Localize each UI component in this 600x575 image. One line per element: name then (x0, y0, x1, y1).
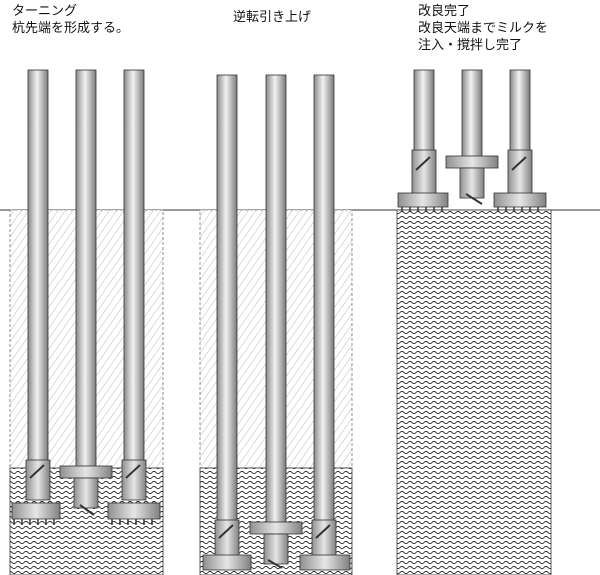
panel-reverse-lift (199, 74, 353, 575)
mixing-blade (59, 465, 113, 479)
caption-reverse-lift-line-1: 逆転引き上げ (233, 10, 312, 25)
drill-bit-teeth (13, 519, 55, 525)
caption-turning: ターニング 杭先端を形成する。 (12, 3, 129, 37)
mixing-blade (249, 521, 303, 535)
caption-turning-line-2: 杭先端を形成する。 (12, 21, 130, 36)
rod-center (445, 69, 499, 205)
mixing-blade (107, 502, 161, 520)
panel-turning (9, 69, 164, 575)
caption-complete-line-3: 注入・撹拌し完了 (418, 38, 523, 53)
rod-right (299, 74, 351, 571)
rod-right (107, 69, 161, 525)
rod-center (249, 74, 303, 569)
rod-left (397, 69, 449, 212)
rod-left (11, 69, 61, 525)
mixing-blade (493, 192, 547, 208)
panel-complete (396, 69, 552, 575)
caption-turning-line-1: ターニング (12, 4, 78, 19)
caption-complete-line-1: 改良完了 (418, 4, 471, 19)
mixing-blade (397, 192, 449, 208)
mixing-blade (445, 155, 499, 169)
caption-reverse-lift: 逆転引き上げ (233, 9, 311, 26)
rod-center (59, 69, 113, 516)
mixing-blade (11, 502, 61, 520)
mixing-blade (202, 554, 252, 571)
drill-bit-teeth (111, 519, 153, 525)
drill-bit-teeth (401, 207, 443, 212)
mixing-blade (299, 554, 351, 571)
rod-right (493, 69, 547, 212)
improved-soil-column (396, 209, 552, 575)
caption-complete: 改良完了 改良天端までミルクを 注入・撹拌し完了 (418, 3, 548, 54)
drill-bit-teeth (497, 207, 539, 212)
caption-complete-line-2: 改良天端までミルクを (418, 21, 549, 36)
rod-left (202, 74, 252, 571)
